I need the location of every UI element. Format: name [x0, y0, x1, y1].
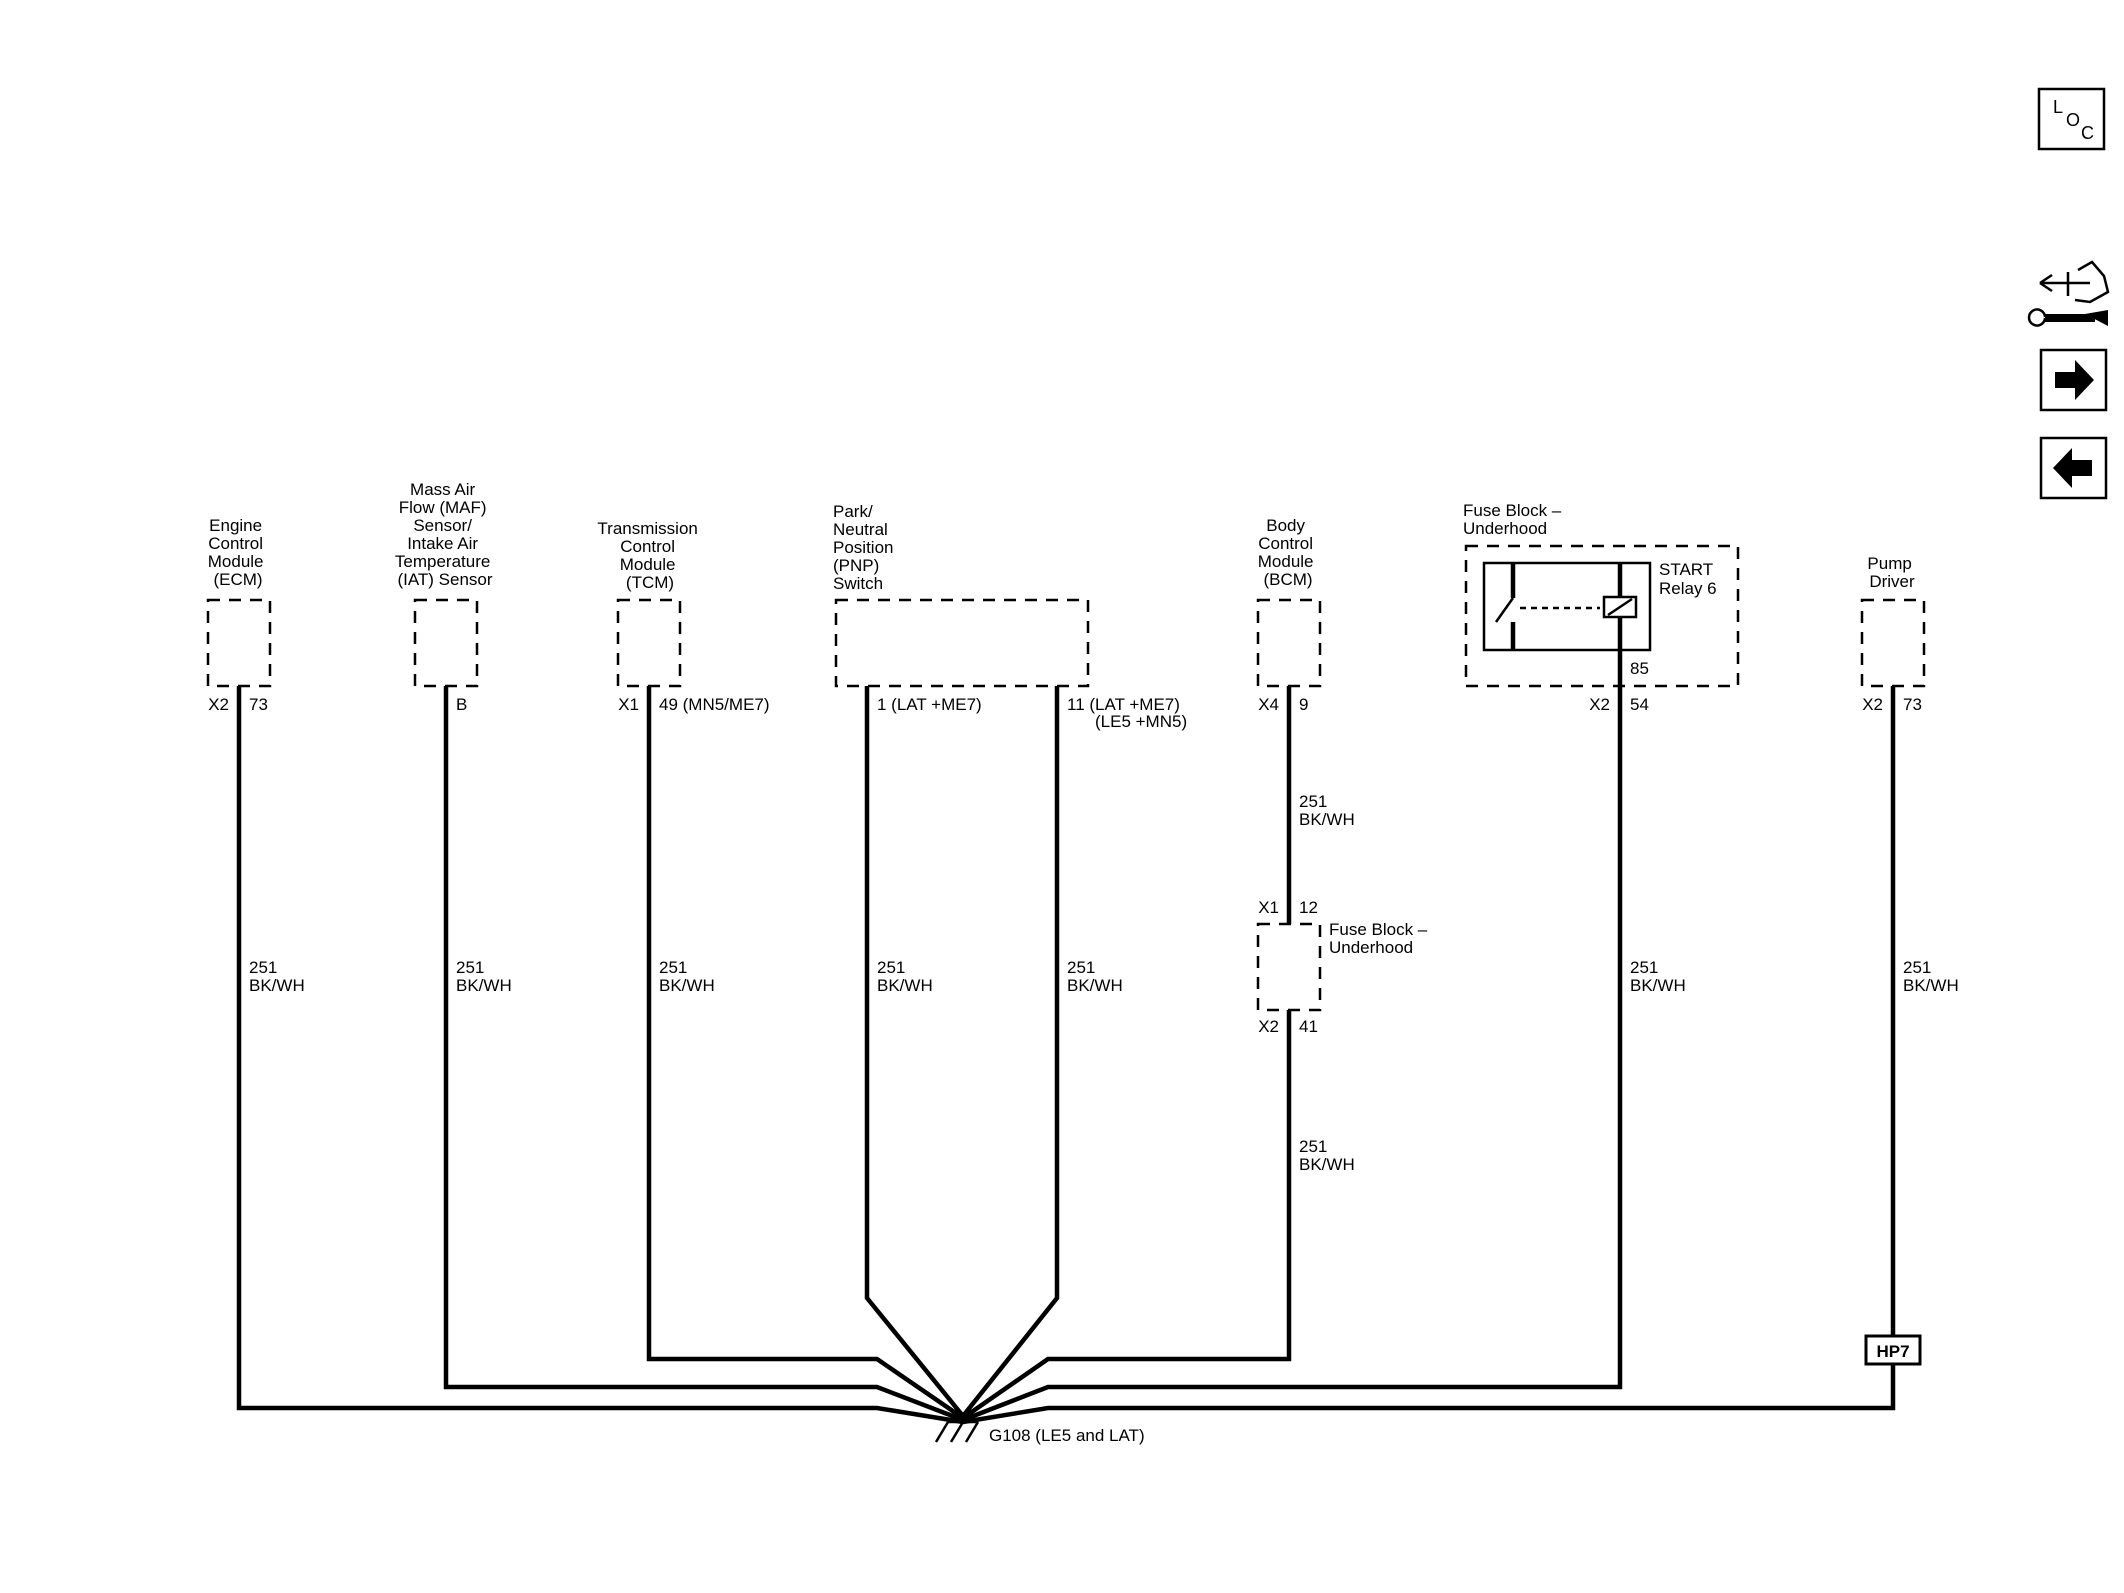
- tcm-connector: X1: [618, 695, 639, 714]
- tcm-box: [616, 598, 682, 688]
- previous-arrow-icon[interactable]: [2039, 436, 2108, 500]
- maf-pin: B: [456, 695, 467, 714]
- pump-box: [1860, 598, 1926, 688]
- wire-tcm: [646, 686, 965, 1420]
- fuse-block-relay-title: Fuse Block – Underhood: [1463, 501, 1566, 538]
- loc-letter-o: O: [2066, 110, 2080, 130]
- bcm-box: [1256, 598, 1322, 688]
- relay-label: START Relay 6: [1659, 560, 1718, 598]
- fuse-block-relay-box: [1464, 544, 1740, 688]
- wire-ecm: [236, 686, 964, 1425]
- tcm-pin: 49 (MN5/ME7): [659, 695, 770, 714]
- pnp-title: Park/ Neutral Position (PNP) Switch: [833, 502, 898, 593]
- ecm-pin: 73: [249, 695, 268, 714]
- splice-hp7: HP7: [1864, 1334, 1922, 1366]
- ground-label: G108 (LE5 and LAT): [989, 1426, 1145, 1445]
- connector-harness-icon[interactable]: [2027, 260, 2110, 327]
- splice-label: HP7: [1876, 1342, 1909, 1361]
- start-relay-symbol: [1482, 561, 1652, 652]
- ecm-box: [206, 598, 272, 688]
- ecm-connector: X2: [208, 695, 229, 714]
- pump-connector: X2: [1862, 695, 1883, 714]
- next-arrow-icon[interactable]: [2039, 348, 2108, 412]
- tcm-title: Transmission Control Module (TCM): [597, 519, 702, 592]
- fuse-block-inline-title: Fuse Block – Underhood: [1329, 920, 1432, 957]
- ecm-title: Engine Control Module (ECM): [208, 516, 269, 589]
- maf-box: [413, 598, 479, 688]
- bcm-pin: 9: [1299, 695, 1308, 714]
- pnp-pin-11: 11 (LAT +ME7) (LE5 +MN5): [1067, 695, 1187, 731]
- maf-title: Mass Air Flow (MAF) Sensor/ Intake Air T…: [395, 480, 495, 589]
- ground-g108: G108 (LE5 and LAT): [934, 1420, 1145, 1445]
- pnp-pin-1: 1 (LAT +ME7): [877, 695, 982, 714]
- pnp-box: [834, 598, 1090, 688]
- relay-fuse-pin: 54: [1630, 695, 1649, 714]
- inline-bottom-connector: X2: [1258, 1017, 1279, 1036]
- pump-pin: 73: [1903, 695, 1922, 714]
- relay-pin-85: 85: [1630, 659, 1649, 678]
- bcm-connector: X4: [1258, 695, 1279, 714]
- relay-connector: X2: [1589, 695, 1610, 714]
- loc-letter-l: L: [2053, 97, 2063, 117]
- wire-pump: [962, 686, 1896, 1425]
- inline-bottom-pin: 41: [1299, 1017, 1318, 1036]
- wire-pnp-11: [961, 686, 1060, 1418]
- wire-pnp-1: [864, 686, 965, 1418]
- inline-top-connector: X1: [1258, 898, 1279, 917]
- inline-top-pin: 12: [1299, 898, 1318, 917]
- pump-title: Pump Driver: [1867, 554, 1916, 591]
- bcm-title: Body Control Module (BCM): [1258, 516, 1319, 589]
- wire-relay: [962, 650, 1623, 1423]
- fuse-block-inline-box: [1256, 922, 1322, 1012]
- wire-maf: [443, 686, 964, 1423]
- wire-bcm-lower: [961, 1010, 1292, 1420]
- loc-letter-c: C: [2081, 123, 2094, 143]
- loc-button[interactable]: L O C: [2037, 87, 2106, 151]
